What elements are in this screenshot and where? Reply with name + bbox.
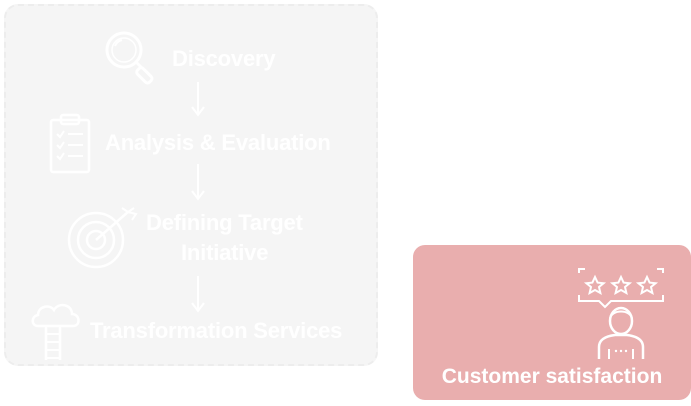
step-title-discovery: Discovery (172, 46, 276, 71)
clipboard-checklist-icon (49, 113, 91, 174)
process-panel: Discovery Analysis & Evaluation (4, 4, 378, 366)
customer-rating-stars-icon (578, 268, 664, 359)
target-arrow-icon (67, 207, 138, 269)
step-title-defining-target-line1: Defining Target (146, 210, 303, 235)
step-title-transformation-services: Transformation Services (90, 318, 343, 343)
step-title-analysis-evaluation: Analysis & Evaluation (105, 130, 331, 155)
magnifier-icon (105, 31, 154, 85)
customer-satisfaction-title: Customer satisfaction (441, 365, 663, 388)
step-title-defining-target-line2: Initiative (181, 240, 269, 265)
down-arrow-icon (191, 82, 205, 117)
customer-satisfaction-card: Customer satisfaction (413, 245, 691, 400)
cloud-ladder-icon (31, 303, 80, 360)
down-arrow-icon (191, 164, 205, 201)
down-arrow-icon (191, 276, 205, 313)
